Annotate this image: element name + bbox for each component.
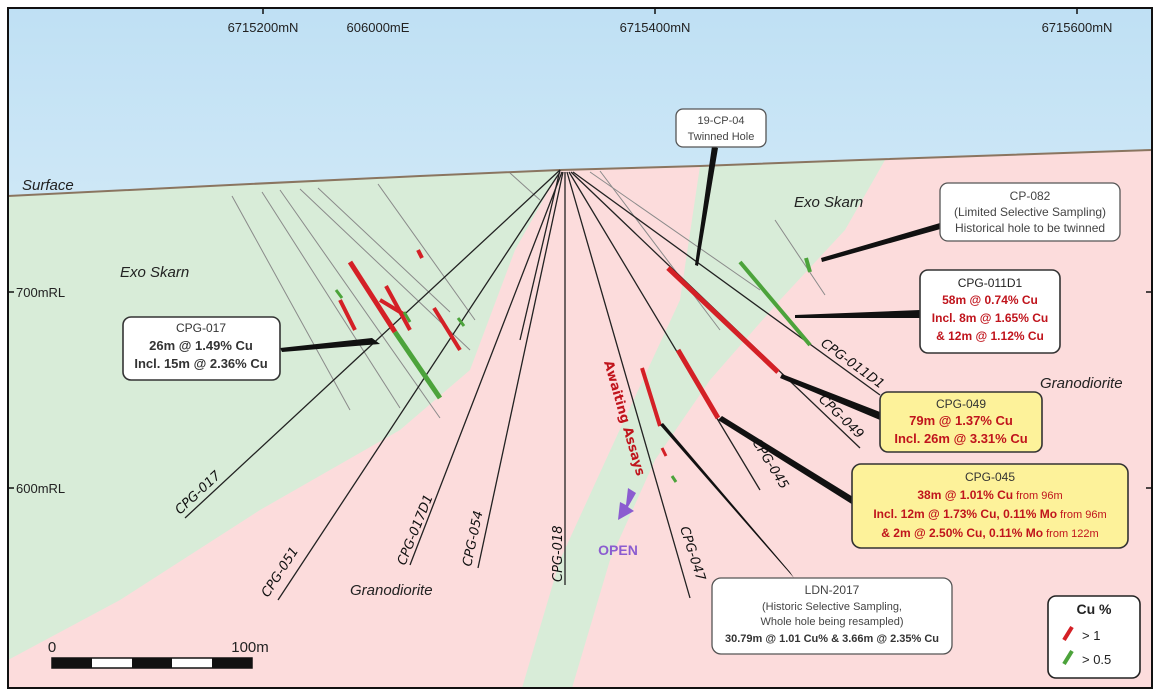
callout-19-cp-04: 19-CP-04 Twinned Hole — [675, 108, 767, 148]
callout-title: CP-082 — [1010, 189, 1051, 203]
scale-end-label: 100m — [231, 639, 269, 656]
drill-holes — [184, 169, 881, 601]
callout-text: Incl. 15m @ 2.36% Cu — [134, 356, 267, 371]
coord-label: 6715600mN — [1042, 20, 1113, 35]
callout-title: CPG-045 — [965, 470, 1015, 484]
hole-cpg-054 — [477, 171, 564, 569]
callout-title: 19-CP-04 — [697, 115, 744, 127]
coord-label: 606000mE — [347, 20, 410, 35]
granodiorite-label: Granodiorite — [1040, 375, 1123, 392]
level-label-700: 700mRL — [16, 285, 65, 300]
callout-ldn-2017: LDN-2017 (Historic Selective Sampling, W… — [711, 577, 953, 655]
callout-title: CPG-049 — [936, 397, 986, 411]
callout-text: & 2m @ 2.50% Cu, 0.11% Mo from 122m — [881, 526, 1098, 540]
callout-text: Historical hole to be twinned — [955, 221, 1105, 235]
callout-title: LDN-2017 — [805, 583, 860, 597]
callout-title: CPG-011D1 — [958, 276, 1023, 290]
legend-label: > 0.5 — [1082, 652, 1111, 667]
exo-skarn-label: Exo Skarn — [794, 194, 863, 211]
exo-skarn-zone-right — [522, 160, 885, 688]
open-arrow-icon — [618, 488, 636, 520]
scale-bar — [51, 657, 253, 669]
callout-cpg-045: CPG-045 38m @ 1.01% Cu from 96m Incl. 12… — [851, 463, 1129, 549]
legend-label: > 1 — [1082, 628, 1100, 643]
coord-label: 6715400mN — [620, 20, 691, 35]
hole-cpg-047 — [566, 171, 691, 599]
callout-title: CPG-017 — [176, 321, 226, 335]
open-label: OPEN — [598, 542, 638, 558]
callout-text: (Historic Selective Sampling, — [762, 601, 902, 613]
granodiorite-label: Granodiorite — [350, 582, 433, 599]
hole-cpg-051 — [277, 171, 561, 601]
level-label-600: 600mRL — [16, 481, 65, 496]
callout-leaders — [280, 146, 944, 578]
assay-intercepts — [334, 249, 812, 483]
historic-holes-left — [231, 172, 541, 419]
legend-swatch-moderate — [1062, 649, 1074, 666]
figure-frame — [7, 7, 1153, 689]
historic-holes-right — [589, 170, 826, 331]
callout-text: Whole hole being resampled) — [760, 616, 903, 628]
hole-cpg-045 — [568, 171, 761, 491]
legend-swatch-high — [1062, 625, 1074, 642]
callout-cp-082: CP-082 (Limited Selective Sampling) Hist… — [939, 182, 1121, 242]
callout-text: Incl. 12m @ 1.73% Cu, 0.11% Mo from 96m — [873, 507, 1106, 521]
exo-skarn-label: Exo Skarn — [120, 264, 189, 281]
surface-label: Surface — [22, 177, 74, 194]
callout-text: Incl. 26m @ 3.31% Cu — [894, 431, 1027, 446]
hole-cpg-017d1 — [409, 171, 563, 566]
callout-cpg-049: CPG-049 79m @ 1.37% Cu Incl. 26m @ 3.31%… — [879, 391, 1043, 453]
coord-label: 6715200mN — [228, 20, 299, 35]
hole-cpg-011d1 — [572, 171, 881, 396]
callout-text: 26m @ 1.49% Cu — [149, 338, 253, 353]
callout-text: & 12m @ 1.12% Cu — [936, 329, 1044, 343]
grid-ticks — [8, 8, 1152, 489]
callout-cpg-017: CPG-017 26m @ 1.49% Cu Incl. 15m @ 2.36%… — [122, 316, 281, 381]
callout-text: Twinned Hole — [688, 131, 755, 143]
scale-zero-label: 0 — [48, 639, 56, 656]
hole-label-cpg-018: CPG-018 — [551, 526, 566, 583]
legend: Cu % > 1 > 0.5 — [1047, 595, 1141, 679]
callout-text: 58m @ 0.74% Cu — [942, 293, 1038, 307]
callout-text: 79m @ 1.37% Cu — [909, 413, 1013, 428]
callout-text: Incl. 8m @ 1.65% Cu — [932, 311, 1048, 325]
callout-text: 30.79m @ 1.01 Cu% & 3.66m @ 2.35% Cu — [725, 633, 939, 645]
callout-text: (Limited Selective Sampling) — [954, 205, 1106, 219]
legend-title: Cu % — [1077, 601, 1113, 617]
callout-text: 38m @ 1.01% Cu from 96m — [917, 488, 1062, 502]
exo-skarn-zone-left — [8, 170, 560, 660]
callout-cpg-011d1: CPG-011D1 58m @ 0.74% Cu Incl. 8m @ 1.65… — [919, 269, 1061, 354]
